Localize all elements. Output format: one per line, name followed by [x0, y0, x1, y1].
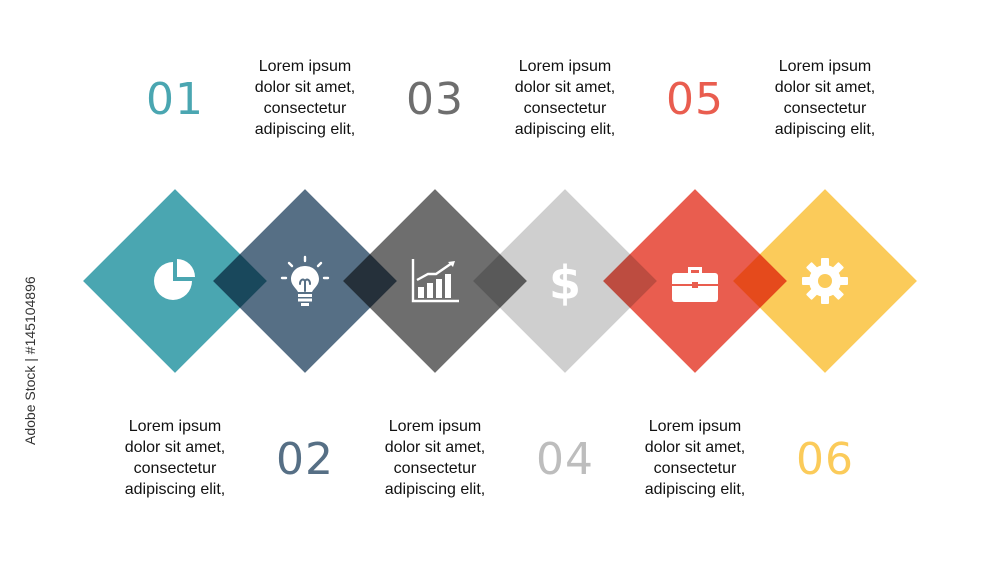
step-3-text-line: Lorem ipsum	[518, 58, 612, 75]
step-5-text-line: dolor sit amet,	[774, 79, 876, 96]
step-3-number: 03	[406, 74, 464, 125]
lightbulb-icon	[275, 251, 335, 311]
step-2-number: 02	[276, 434, 334, 485]
step-1-text: Lorem ipsum dolor sit amet, consectetur …	[230, 56, 380, 140]
step-2-text-line: Lorem ipsum	[128, 418, 222, 435]
step-5-text: Lorem ipsum dolor sit amet, consectetur …	[750, 56, 900, 140]
step-4-text-line: Lorem ipsum	[388, 418, 482, 435]
step-2-text: Lorem ipsum dolor sit amet, consectetur …	[100, 416, 250, 500]
briefcase-icon	[665, 251, 725, 311]
step-3-text: Lorem ipsum dolor sit amet, consectetur …	[490, 56, 640, 140]
step-4-text: Lorem ipsum dolor sit amet, consectetur …	[360, 416, 510, 500]
step-4-text-line: adipiscing elit,	[384, 481, 486, 498]
svg-text:$: $	[549, 256, 581, 308]
step-3-text-line: adipiscing elit,	[514, 121, 616, 138]
step-5-text-line: Lorem ipsum	[778, 58, 872, 75]
step-2-text-line: consectetur	[133, 460, 217, 477]
step-1-text-line: Lorem ipsum	[258, 58, 352, 75]
step-3-text-line: consectetur	[523, 100, 607, 117]
step-1-text-line: dolor sit amet,	[254, 79, 356, 96]
step-6-text: Lorem ipsum dolor sit amet, consectetur …	[620, 416, 770, 500]
gear-icon	[795, 251, 855, 311]
step-3-text-line: dolor sit amet,	[514, 79, 616, 96]
step-2-text-line: adipiscing elit,	[124, 481, 226, 498]
step-6-number: 06	[796, 434, 854, 485]
step-6-text-line: Lorem ipsum	[648, 418, 742, 435]
step-5-number: 05	[666, 74, 724, 125]
step-6-text-line: consectetur	[653, 460, 737, 477]
step-1-text-line: consectetur	[263, 100, 347, 117]
step-4-text-line: consectetur	[393, 460, 477, 477]
step-6-text-line: dolor sit amet,	[644, 439, 746, 456]
step-5-text-line: consectetur	[783, 100, 867, 117]
step-4-text-line: dolor sit amet,	[384, 439, 486, 456]
step-1-number: 01	[146, 74, 204, 125]
step-1-text-line: adipiscing elit,	[254, 121, 356, 138]
side-credit: Adobe Stock | #145104896	[22, 276, 38, 445]
step-4-number: 04	[536, 434, 594, 485]
bar-chart-growth-icon	[405, 251, 465, 311]
step-6-text-line: adipiscing elit,	[644, 481, 746, 498]
pie-chart-icon	[145, 251, 205, 311]
dollar-icon: $	[535, 251, 595, 311]
step-2-text-line: dolor sit amet,	[124, 439, 226, 456]
step-5-text-line: adipiscing elit,	[774, 121, 876, 138]
